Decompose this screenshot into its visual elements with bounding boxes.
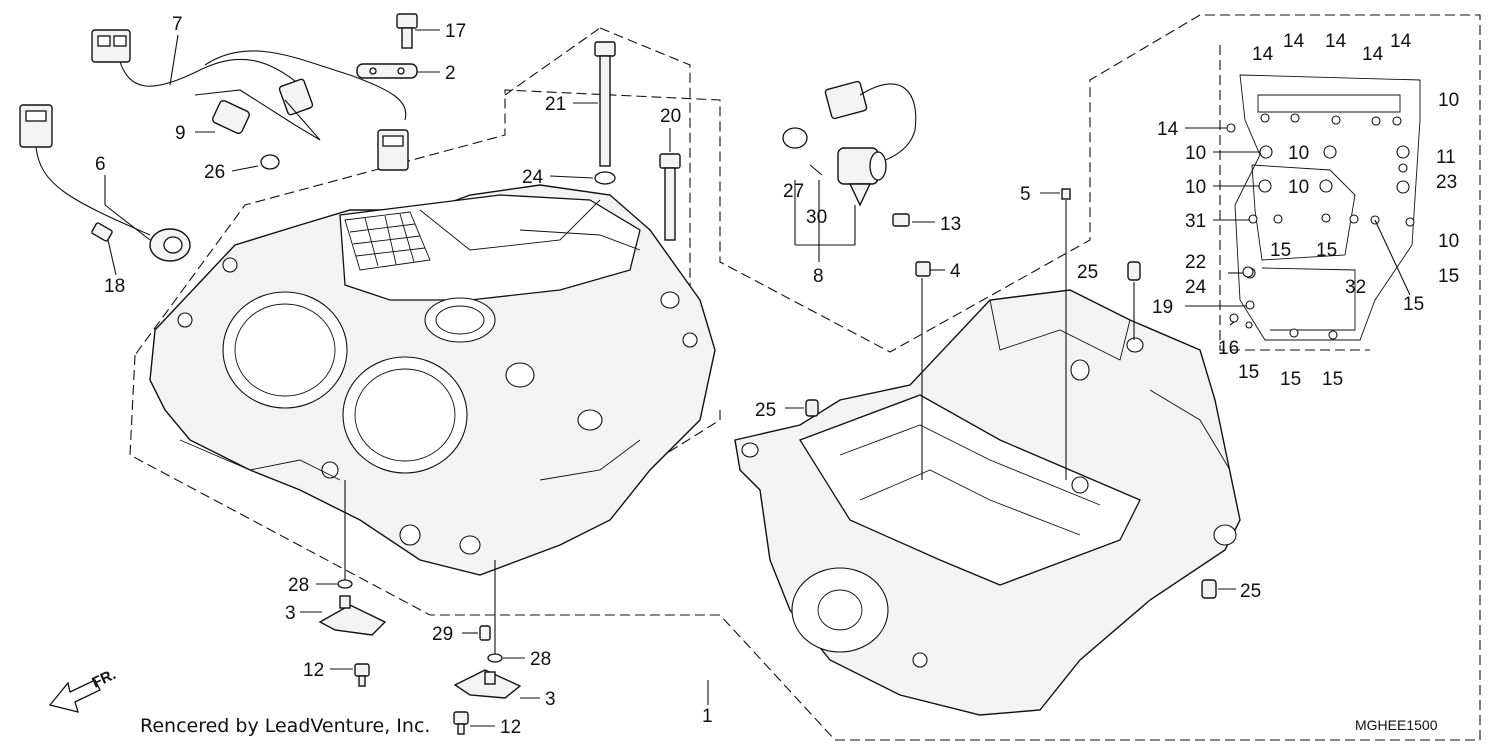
small-parts [91, 13, 1254, 735]
callout-31: 31 [1185, 211, 1206, 232]
callout-32: 32 [1345, 277, 1366, 298]
callout-15f: 15 [1280, 369, 1301, 390]
output-flange [791, 567, 889, 653]
front-label: FR. [90, 666, 119, 692]
cylinder-bore-front [222, 291, 348, 409]
knock-sensor [19, 104, 191, 262]
callout-10a: 10 [1438, 90, 1459, 111]
callout-26: 26 [204, 162, 225, 183]
callout-14f: 14 [1157, 119, 1179, 140]
callout-29: 29 [432, 624, 453, 645]
callout-15g: 15 [1322, 369, 1343, 390]
callout-10b: 10 [1185, 143, 1206, 164]
callout-9: 9 [175, 123, 186, 144]
callout-10d: 10 [1185, 177, 1206, 198]
callout-labels: 17 2 7 9 26 6 18 21 24 20 27 30 8 13 5 4… [95, 14, 1459, 738]
callout-24a: 24 [522, 167, 544, 188]
callout-22: 22 [1185, 252, 1206, 273]
intake-mesh [344, 211, 431, 271]
callout-30: 30 [806, 207, 827, 228]
diagram-code: MGHEE1500 [1355, 717, 1438, 733]
callout-14a: 14 [1252, 44, 1274, 65]
callout-15a: 15 [1270, 240, 1291, 261]
credit-text: Rencered by LeadVenture, Inc. [140, 715, 430, 737]
callout-16: 16 [1218, 338, 1239, 359]
callout-10c: 10 [1288, 143, 1309, 164]
callout-15c: 15 [1438, 266, 1459, 287]
callout-3a: 3 [285, 603, 296, 624]
leader-lines [104, 29, 1411, 727]
callout-19: 19 [1152, 297, 1173, 318]
callout-10e: 10 [1288, 177, 1309, 198]
callout-28a: 28 [288, 575, 309, 596]
callout-5: 5 [1020, 184, 1031, 205]
callout-12a: 12 [303, 660, 324, 681]
callout-14e: 14 [1390, 31, 1412, 52]
callout-13: 13 [940, 214, 961, 235]
callout-6: 6 [95, 154, 106, 175]
callout-28b: 28 [530, 649, 551, 670]
callout-15b: 15 [1316, 240, 1337, 261]
callout-15d: 15 [1403, 294, 1424, 315]
callout-4: 4 [950, 261, 961, 282]
callout-14c: 14 [1325, 31, 1347, 52]
callout-14d: 14 [1362, 44, 1384, 65]
callout-27: 27 [783, 181, 804, 202]
callout-14b: 14 [1283, 31, 1305, 52]
callout-10f: 10 [1438, 231, 1459, 252]
callout-11: 11 [1436, 147, 1456, 168]
upper-crankcase [149, 184, 716, 576]
callout-24b: 24 [1185, 277, 1207, 298]
callout-8: 8 [813, 266, 824, 287]
callout-17: 17 [445, 21, 466, 42]
callout-18: 18 [104, 276, 125, 297]
speed-sensor [782, 80, 917, 207]
callout-25b: 25 [755, 400, 776, 421]
front-direction-arrow: FR. [48, 666, 119, 713]
callout-1: 1 [702, 706, 713, 727]
callout-7: 7 [172, 14, 183, 35]
wire-harness [91, 29, 409, 171]
callout-25a: 25 [1077, 262, 1098, 283]
callout-21: 21 [545, 94, 566, 115]
callout-15e: 15 [1238, 362, 1259, 383]
callout-2: 2 [445, 63, 456, 84]
bolt-pattern-outline [1226, 74, 1421, 341]
callout-20: 20 [660, 106, 681, 127]
callout-12b: 12 [500, 717, 521, 738]
callout-23: 23 [1436, 172, 1457, 193]
lower-crankcase [734, 289, 1241, 716]
callout-3b: 3 [545, 689, 556, 710]
callout-25c: 25 [1240, 581, 1261, 602]
cylinder-bore-rear [342, 356, 468, 474]
